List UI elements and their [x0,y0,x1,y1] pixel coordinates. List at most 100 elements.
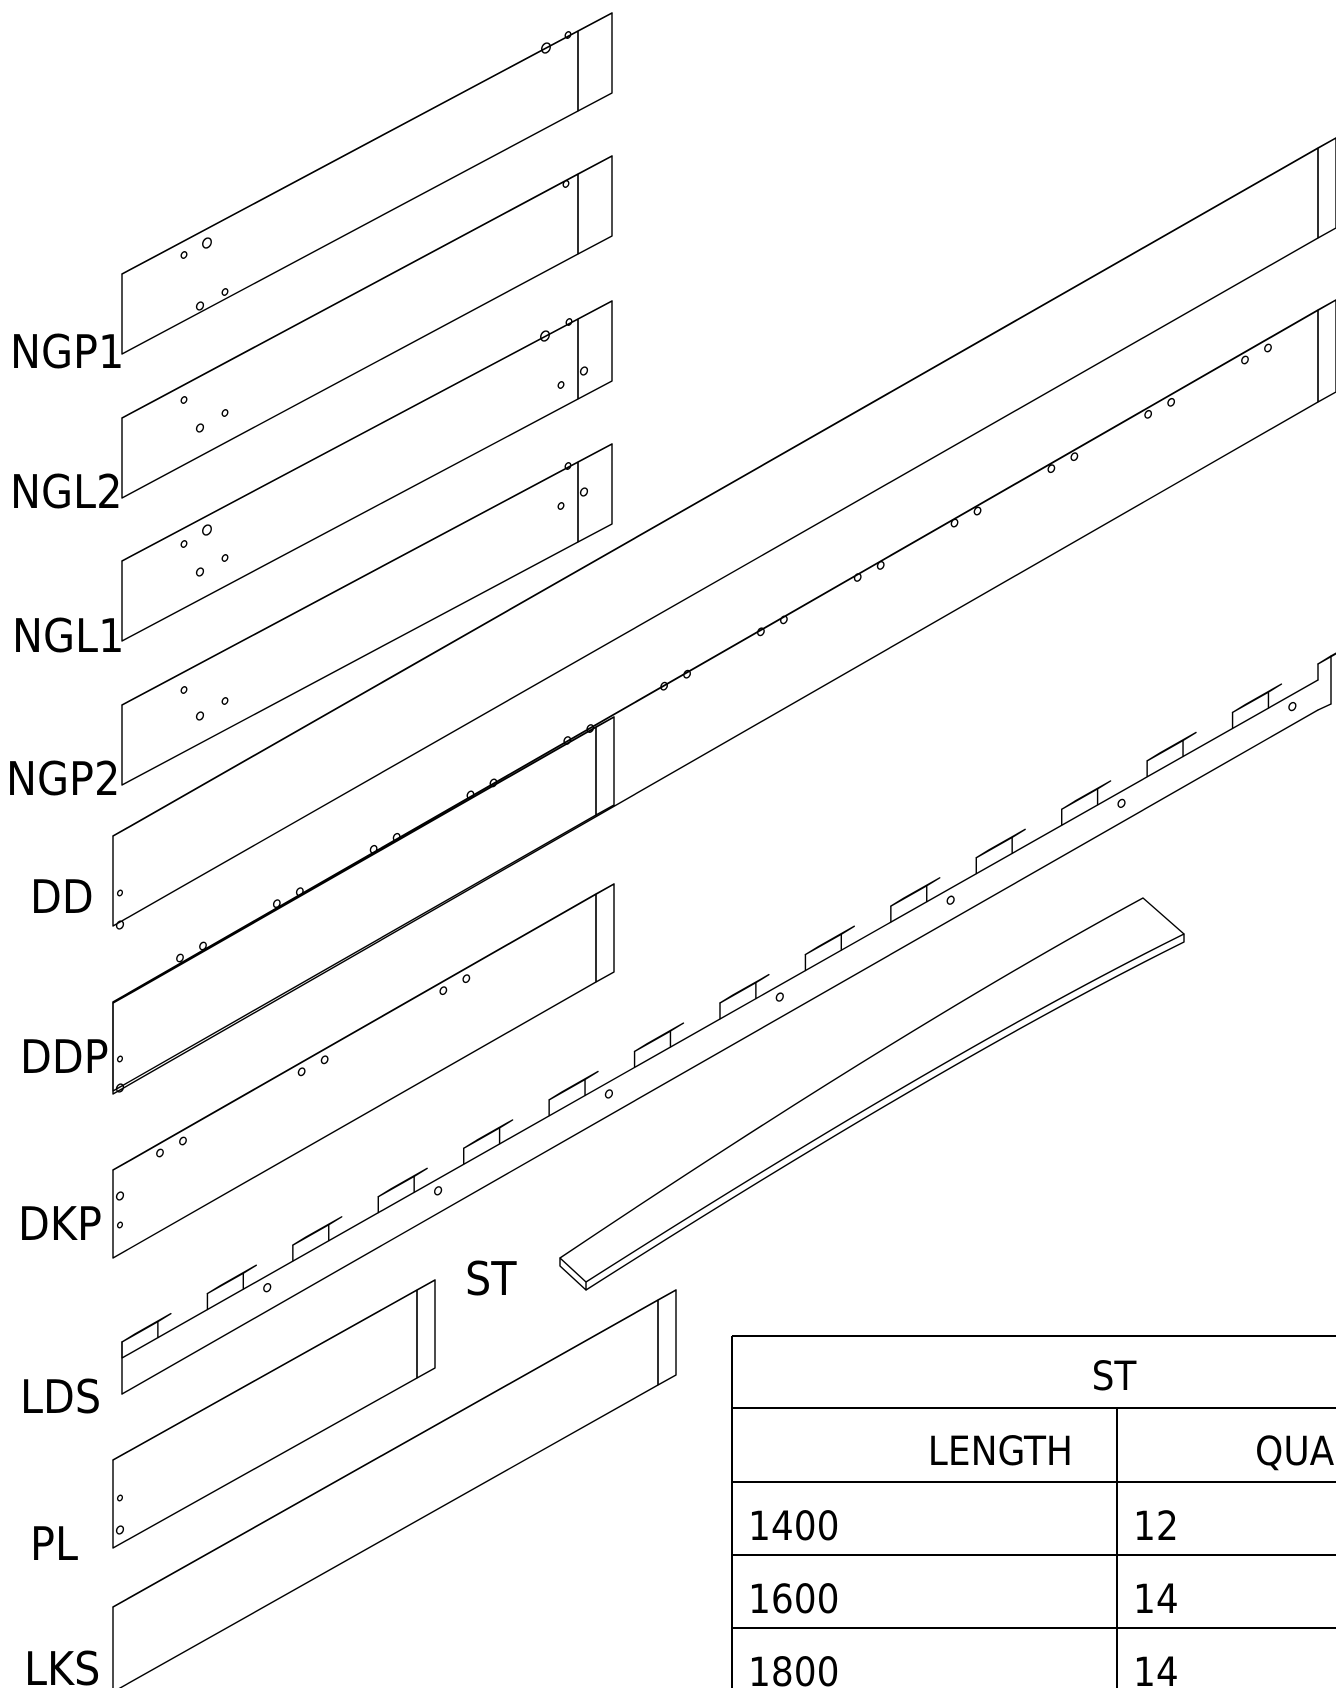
hole [369,844,378,854]
hole [683,669,692,679]
notch-tooth [890,877,941,907]
hole [180,251,188,259]
hole [195,423,205,433]
hole [946,895,955,905]
hole [195,301,205,311]
hole [433,1186,443,1196]
part-NGL2-end-face [577,155,613,255]
hole [1070,452,1079,462]
part-LKS-end-face [657,1289,677,1386]
part-NGL1-end-face [577,300,613,400]
part-NGL2-front-face [121,173,579,499]
notch-tooth [1317,652,1336,665]
notch-tooth [804,925,856,956]
part-LKS-front-face [112,1299,659,1693]
lds-far-bottom [1317,703,1332,711]
table-cell-quantity: 14 [1133,1650,1179,1688]
notch-tooth [377,1167,428,1198]
table-cell-length: 1600 [748,1577,840,1623]
hole [263,1283,272,1293]
hole [1117,798,1126,809]
hole [180,540,188,548]
table-cell-length: 1800 [748,1650,840,1688]
notch-tooth [1231,683,1283,714]
hole [462,974,471,984]
label-DKP: DKP [18,1197,102,1251]
hole [221,288,229,296]
hole [156,1148,164,1158]
hole [540,330,550,342]
hole [1264,343,1272,353]
notch-tooth [975,828,1026,859]
notch-tooth [633,1022,685,1053]
hole [195,711,205,721]
hole [564,31,572,39]
hole [1144,409,1153,419]
table-title: ST [1092,1354,1138,1400]
hole [1167,397,1176,407]
part-DKP-end-face [595,883,615,983]
notch-tooth [463,1119,514,1149]
part-DKP-front-face [112,893,597,1259]
hole [1047,464,1056,474]
part-DD-rear-rail-front-face [112,309,1319,1095]
hole [756,627,765,637]
table-cell-length: 1400 [748,1504,840,1550]
notch-tooth [121,1312,172,1343]
hole [557,502,565,510]
hole [439,986,448,996]
hole [1288,701,1297,712]
label-NGL1: NGL1 [12,609,124,663]
hole [541,42,551,54]
notch-tooth [206,1264,258,1295]
part-NGP1-front-face [121,30,579,355]
hole [562,180,570,188]
hole [116,889,124,897]
hole [579,487,589,497]
part-DDP-front-face [112,726,597,1092]
table-header-length: LENGTH [928,1429,1073,1475]
part-NGP1-end-face [577,12,613,112]
hole [660,681,669,691]
part-NGL1-front-face [121,318,579,642]
hole [115,920,125,930]
hole [297,1067,306,1077]
hole [116,1221,124,1229]
part-ST-slat-bottom [585,933,1185,1291]
hole [199,941,207,951]
notch-tooth [719,973,770,1004]
part-NGP2-end-face [577,443,613,543]
hole [779,615,788,625]
notch-tooth [292,1216,343,1246]
part-PL-front-face [112,1289,418,1549]
hole [392,832,401,842]
hole [116,1494,124,1502]
hole [180,686,188,694]
hole [176,953,184,963]
part-DD-front-face [112,147,1319,927]
hole [775,992,784,1002]
hole [876,561,885,570]
label-DDP: DDP [20,1030,109,1084]
part-DD-end-face [1317,137,1336,239]
lds-bottom-edge [121,709,1319,1395]
part-DD-rear-rail-end-face [1317,299,1336,403]
notch-tooth [548,1070,599,1101]
label-NGL2: NGL2 [10,465,122,519]
lds-groove-edge [121,679,1319,1359]
part-DDP-end-face [595,716,615,816]
hole [1241,355,1249,365]
hole [180,396,188,404]
st-table: ST LENGTH QUA 1400 12 1600 14 1800 14 [731,1335,1336,1693]
label-PL: PL [30,1517,78,1571]
hole [489,778,498,788]
hole [973,506,982,516]
hole [557,381,565,389]
label-DD: DD [30,870,94,924]
hole [179,1136,187,1146]
part-PL-end-face [416,1279,436,1379]
hole [320,1055,329,1065]
notch-tooth [1146,731,1197,762]
hole [853,573,862,582]
